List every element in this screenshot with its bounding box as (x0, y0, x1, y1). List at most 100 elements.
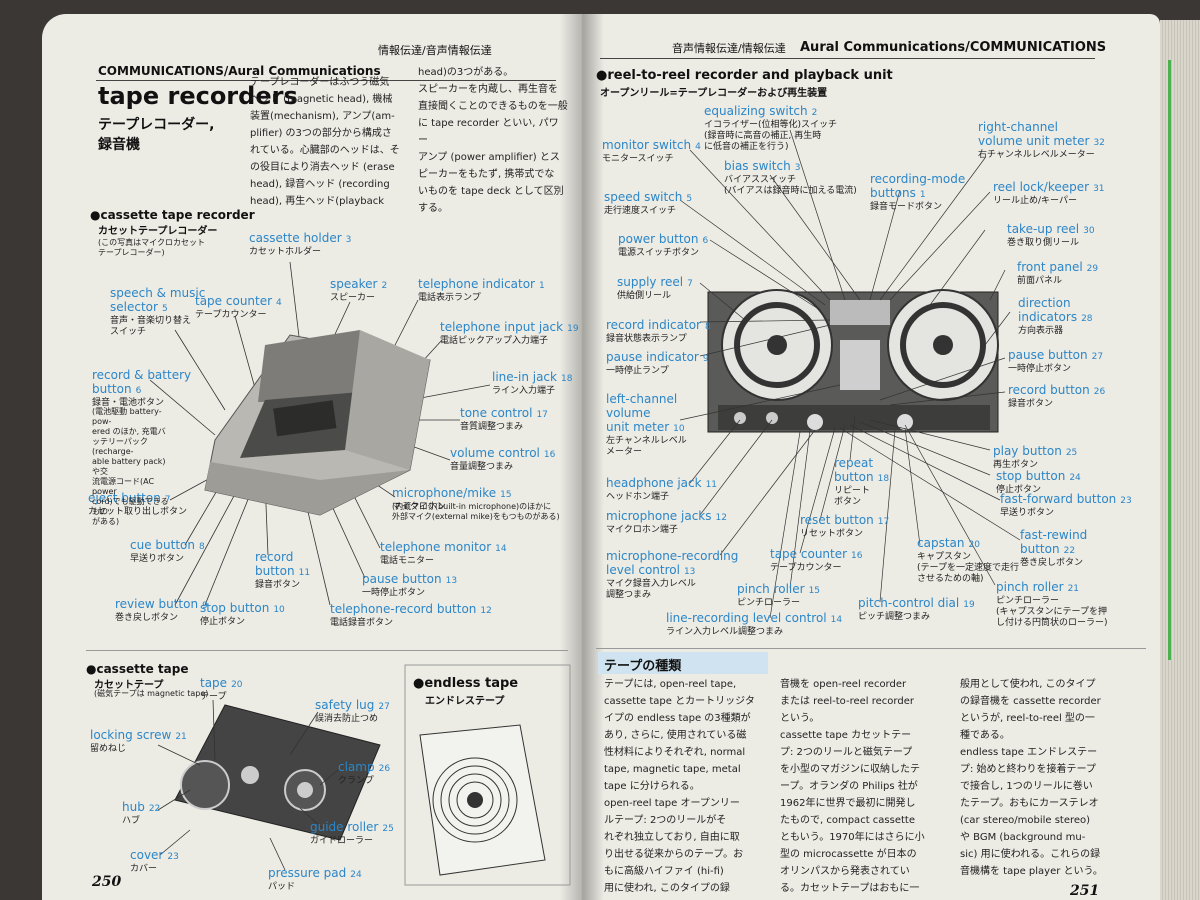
callout-number: 28 (1081, 314, 1092, 324)
callout-jp: 方向表示器 (1018, 326, 1093, 337)
callout-label: take-up reel30巻き取り側リール (1007, 222, 1095, 249)
callout-en: fast-rewind (1020, 528, 1087, 542)
callout-number: 25 (1066, 448, 1077, 458)
callout-label: cue button8早送りボタン (130, 538, 205, 565)
callout-jp: 左チャンネルレベル (606, 436, 687, 447)
callout-label: power button6電源スイッチボタン (618, 232, 708, 259)
callout-en: line-in jack (492, 370, 557, 384)
callout-jp: 留めねじ (90, 744, 187, 755)
callout-label: stop button10停止ボタン (200, 601, 285, 628)
callout-en: repeat (834, 456, 873, 470)
callout-jp: ピンチローラー (996, 596, 1108, 607)
callout-en: locking screw (90, 728, 171, 742)
callout-en: stop button (996, 469, 1065, 483)
callout-jp: 早送りボタン (1000, 508, 1132, 519)
callout-jp: 電源スイッチボタン (618, 248, 708, 259)
callout-jp: 電話録音ボタン (330, 618, 492, 629)
callout-jp: バイアススイッチ (724, 175, 857, 186)
callout-en: pause button (1008, 348, 1088, 362)
callout-jp: 電話ピックアップ入力端子 (440, 336, 579, 347)
text-line: 用に使われ, このタイプの録 (604, 880, 774, 897)
mike-note: (内蔵マイク(built-in microphone)のほかに外部マイク(ext… (392, 502, 560, 522)
callout-label: right-channelvolume unit meter32右チャンネルレベ… (978, 120, 1105, 161)
callout-label: tape counter16テープカウンター (770, 547, 863, 574)
reel-section-jp: オープンリール=テープレコーダーおよび再生装置 (600, 84, 827, 99)
callout-en: cue button (130, 538, 195, 552)
callout-label: line-in jack18ライン入力端子 (492, 370, 572, 397)
callout-label: headphone jack11ヘッドホン端子 (606, 476, 717, 503)
text-line: たテープ。おもにカーステレオ (960, 795, 1138, 812)
callout-label: microphone-recordinglevel control13マイク録音… (606, 549, 738, 601)
callout-jp: リール止め/キーパー (993, 196, 1105, 207)
text-line: で接合し, 1つのリールに巻い (960, 778, 1138, 795)
text-line: り出せる従来からのテープ。お (604, 846, 774, 863)
callout-en: tape counter (195, 294, 272, 308)
callout-number: 27 (1092, 352, 1103, 362)
text-line: (内蔵マイク(built-in microphone)のほかに (392, 502, 560, 512)
text-line: あり, さらに, 使用されている磁 (604, 727, 774, 744)
callout-jp: 調整つまみ (606, 590, 738, 601)
callout-en: pinch roller (996, 580, 1064, 594)
callout-number: 30 (1083, 226, 1094, 236)
callout-label: equalizing switch2イコライザー(位相等化)スイッチ(録音時に高… (704, 104, 837, 153)
text-line: テープには, open-reel tape, (604, 676, 774, 693)
text-line: プ: 始めと終わりを接着テープ (960, 761, 1138, 778)
text-line: tape に分けられる。 (604, 778, 774, 795)
callout-number: 17 (878, 517, 889, 527)
callout-label: volume control16音量調整つまみ (450, 446, 555, 473)
callout-en: button (255, 564, 295, 578)
text-line: (car stereo/mobile stereo) (960, 812, 1138, 829)
right-header-en: Aural Communications/COMMUNICATIONS (800, 40, 1106, 55)
callout-jp: 走行速度スイッチ (604, 206, 692, 217)
callout-label: guide roller25ガイドローラー (310, 820, 394, 847)
callout-jp: テープカウンター (195, 310, 282, 321)
text-line: または reel-to-reel recorder (780, 693, 955, 710)
callout-number: 15 (500, 490, 511, 500)
callout-en: play button (993, 444, 1062, 458)
callout-number: 23 (1120, 496, 1131, 506)
callout-number: 3 (795, 163, 801, 173)
callout-number: 19 (963, 600, 974, 610)
callout-en: stop button (200, 601, 269, 615)
callout-jp: 音量調整つまみ (450, 462, 555, 473)
callout-jp: マイクロホン端子 (606, 525, 727, 536)
text-line: 1962年に世界で最初に開発し (780, 795, 955, 812)
callout-number: 13 (446, 576, 457, 586)
callout-en: reset button (800, 513, 874, 527)
callout-label: speaker2スピーカー (330, 277, 387, 304)
callout-number: 8 (705, 322, 711, 332)
text-line: tape, magnetic tape, metal (604, 761, 774, 778)
callout-number: 12 (716, 513, 727, 523)
callout-jp: 録音ボタン (1008, 399, 1105, 410)
callout-en: cassette holder (249, 231, 342, 245)
callout-en: buttons (870, 186, 916, 200)
callout-number: 4 (695, 142, 701, 152)
callout-en: speed switch (604, 190, 682, 204)
endless-tape-jp: エンドレステープ (425, 692, 504, 707)
callout-number: 8 (199, 542, 205, 552)
callout-en: pause button (362, 572, 442, 586)
text-line: ルテープ: 2つのリールがそ (604, 812, 774, 829)
callout-en: capstan (917, 536, 964, 550)
callout-number: 2 (381, 281, 387, 291)
callout-en: telephone input jack (440, 320, 563, 334)
callout-en: speaker (330, 277, 377, 291)
callout-jp: 供給側リール (617, 291, 693, 302)
left-page-number: 250 (92, 874, 121, 890)
callout-number: 32 (1093, 138, 1104, 148)
callout-en: tape counter (770, 547, 847, 561)
callout-jp: 音声・音楽切り替え (110, 316, 205, 327)
callout-jp: 前面パネル (1017, 276, 1098, 287)
callout-en: button (834, 470, 874, 484)
callout-label: directionindicators28方向表示器 (1018, 296, 1093, 337)
callout-jp: 電話モニター (380, 556, 507, 567)
callout-jp: テープ (200, 692, 243, 703)
